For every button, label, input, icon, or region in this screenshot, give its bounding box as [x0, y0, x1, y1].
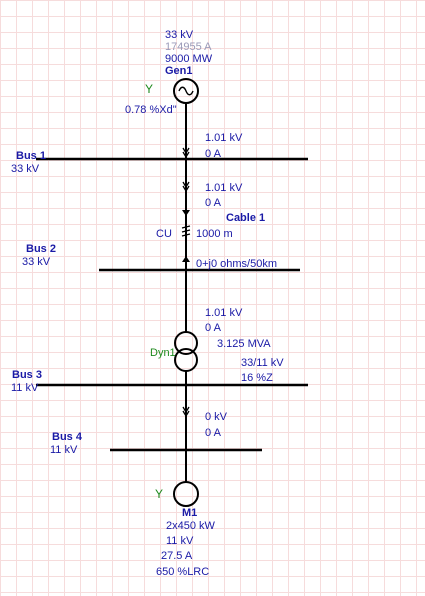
transformer-flow-a: 0 A [205, 322, 221, 334]
generator-id[interactable]: Gen1 [165, 65, 193, 77]
breaker-icon[interactable] [182, 147, 190, 155]
breaker-icon[interactable] [182, 406, 190, 418]
motor-voltage: 11 kV [166, 535, 194, 547]
transformer-rating: 3.125 MVA [217, 338, 271, 350]
sine-wave-icon [178, 86, 194, 96]
transformer-flow-kv: 1.01 kV [205, 307, 243, 319]
bus-2-impedance: 0+j0 ohms/50km [196, 258, 278, 270]
bus-3-name[interactable]: Bus 3 [12, 369, 42, 381]
generator-grounding-icon: Y [145, 82, 154, 96]
motor-symbol[interactable] [173, 481, 199, 507]
motor-power: 2x450 kW [166, 520, 215, 532]
generator-power: 9000 MW [165, 53, 213, 65]
bus-1-name[interactable]: Bus 1 [16, 150, 46, 162]
bus-1-voltage: 33 kV [11, 163, 40, 175]
cable-material: CU [156, 228, 172, 240]
bus-3-voltage: 11 kV [11, 382, 39, 394]
bus-4-name[interactable]: Bus 4 [52, 431, 82, 443]
breaker-icon-lower [182, 151, 190, 159]
transformer-secondary-winding [174, 348, 198, 372]
bus-1-flow-a: 0 A [205, 148, 221, 160]
arrow-down-icon [182, 210, 190, 216]
bus-3-flow-kv: 0 kV [205, 411, 228, 423]
transformer-winding: Dyn1 [150, 347, 176, 359]
breaker-icon[interactable] [182, 181, 190, 193]
motor-lrc: 650 %LRC [156, 566, 210, 578]
bus-4-voltage: 11 kV [50, 444, 78, 456]
generator-impedance: 0.78 %Xd" [125, 104, 177, 116]
cable-length: 1000 m [196, 228, 233, 240]
motor-id[interactable]: M1 [182, 507, 198, 519]
transformer-primary-winding[interactable] [174, 331, 198, 355]
cable-id[interactable]: Cable 1 [226, 212, 266, 224]
transformer-impedance: 16 %Z [241, 372, 273, 384]
arrow-up-icon [182, 256, 190, 262]
cable-icon[interactable] [181, 225, 191, 237]
motor-grounding-icon: Y [155, 487, 164, 501]
cable-flow-a: 0 A [205, 197, 221, 209]
cable-flow-kv: 1.01 kV [205, 182, 243, 194]
bus-1-flow-kv: 1.01 kV [205, 132, 243, 144]
generator-voltage: 33 kV [165, 29, 194, 41]
bus-3-flow-a: 0 A [205, 427, 221, 439]
generator-current: 174955 A [165, 41, 212, 53]
transformer-voltage-ratio: 33/11 kV [241, 357, 284, 369]
motor-current: 27.5 A [161, 550, 193, 562]
bus-2-voltage: 33 kV [22, 256, 51, 268]
bus-2-name[interactable]: Bus 2 [26, 243, 56, 255]
